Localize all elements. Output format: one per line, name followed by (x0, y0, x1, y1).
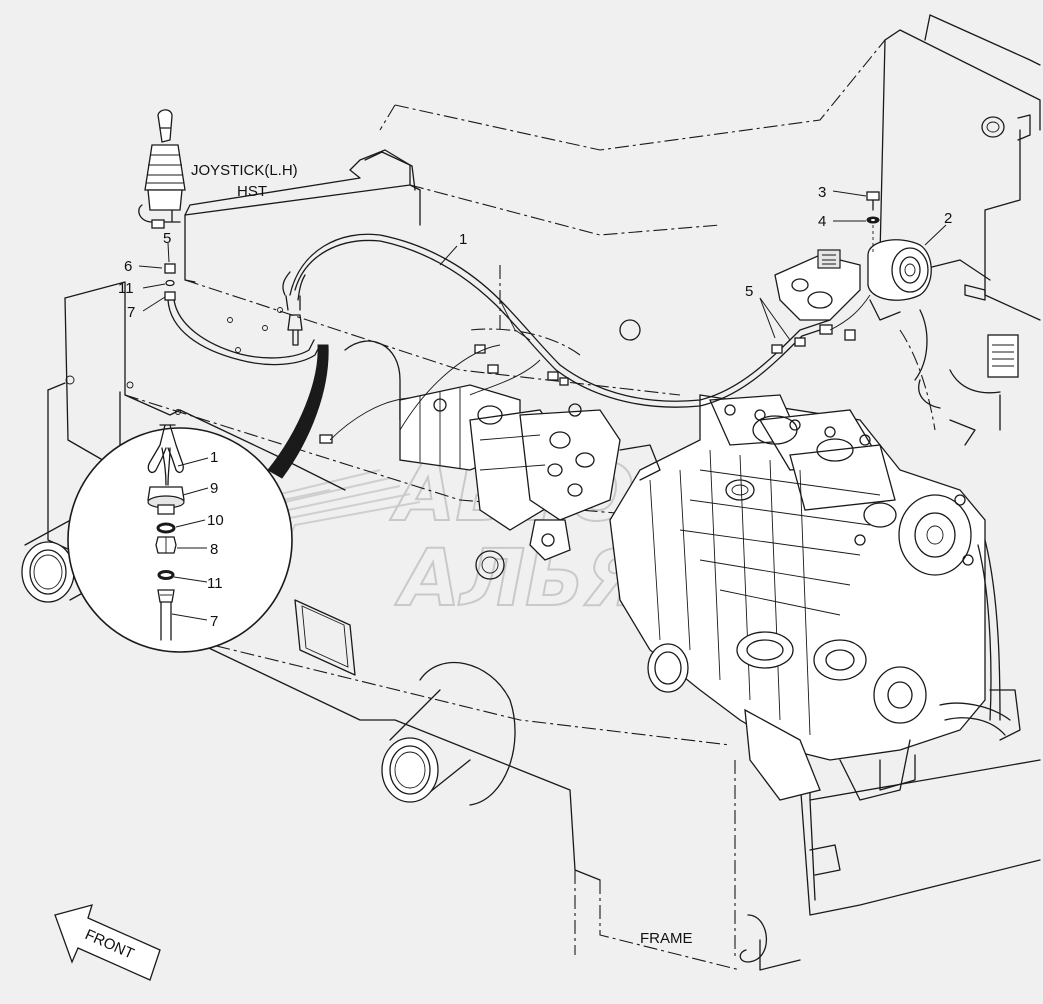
callout-4: 4 (818, 213, 826, 230)
callout-2: 2 (944, 210, 952, 227)
callout-11: 11 (118, 280, 134, 297)
hst-pump (399, 384, 661, 561)
detail-view (67, 424, 293, 653)
right-connectors (914, 284, 1019, 446)
detail-callout-7: 7 (210, 613, 218, 630)
callout-leaders (138, 190, 947, 341)
engine-assembly (609, 394, 1021, 801)
frame-structure (21, 14, 1041, 971)
hst-caption: HST (237, 183, 267, 200)
callout-5-joystick: 5 (163, 230, 171, 247)
detail-callout-8: 8 (210, 541, 218, 558)
callout-1: 1 (459, 231, 467, 248)
detail-arrow (267, 344, 329, 479)
joystick-assembly (138, 109, 186, 229)
callout-6: 6 (124, 258, 132, 275)
callout-7: 7 (127, 304, 135, 321)
callout-numbers: 1 2 3 4 5 5 6 11 7 (118, 184, 952, 321)
wire-harness (282, 233, 936, 444)
joystick-caption: JOYSTICK(L.H) (191, 162, 298, 179)
detail-callout-11: 11 (207, 575, 223, 592)
callout-5-harness: 5 (745, 283, 753, 300)
front-arrow: FRONT (54, 904, 161, 981)
detail-callout-10: 10 (207, 512, 224, 529)
detail-callout-9: 9 (210, 480, 218, 497)
frame-caption: FRAME (640, 930, 693, 947)
joystick-fittings (164, 263, 321, 366)
detail-callout-numbers: 1 9 10 8 11 7 (207, 449, 224, 630)
callout-3: 3 (818, 184, 826, 201)
detail-callout-1: 1 (210, 449, 218, 466)
sensor-assembly (774, 191, 932, 321)
